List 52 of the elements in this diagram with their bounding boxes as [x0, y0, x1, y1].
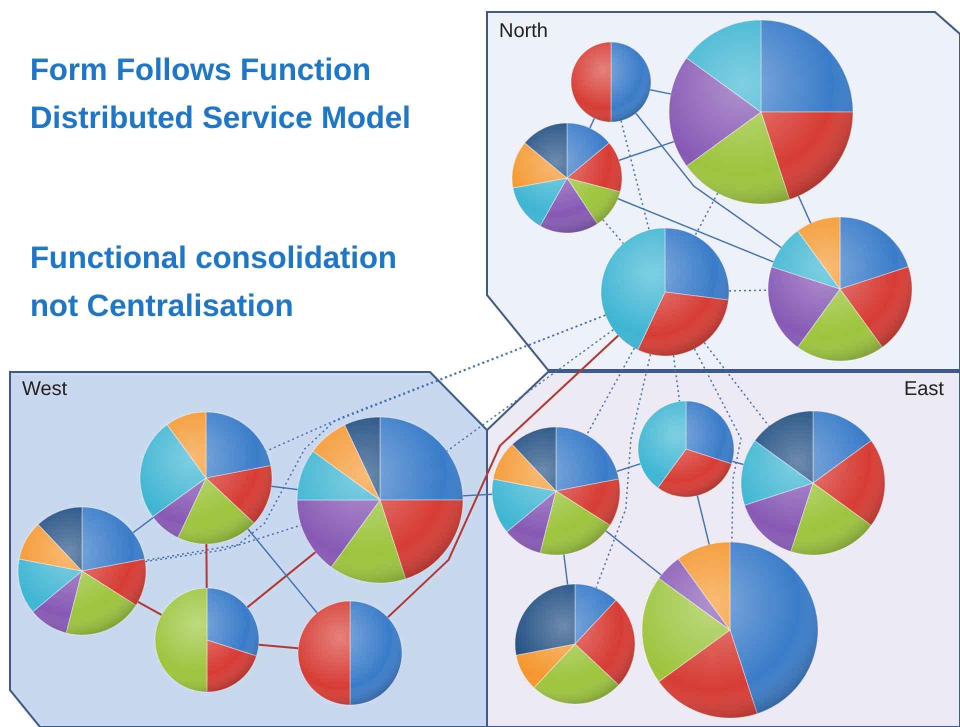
connector-line — [462, 494, 492, 496]
connector-line — [247, 528, 318, 614]
connector-line — [205, 544, 208, 588]
connector-line — [595, 354, 652, 588]
connector-line — [246, 551, 316, 608]
connector-line — [132, 517, 154, 534]
connector-line — [798, 196, 812, 224]
pie-chart — [669, 20, 853, 204]
connector-line — [635, 112, 782, 248]
pie-chart — [492, 427, 620, 555]
connector-line — [266, 314, 606, 452]
connector-line — [616, 463, 641, 472]
pie-chart — [140, 412, 272, 544]
connector-line — [620, 120, 650, 230]
pie-chart — [601, 228, 729, 356]
connector-line — [387, 334, 619, 618]
connector-line — [145, 524, 302, 562]
pie-chart — [512, 123, 622, 233]
connector-line — [258, 644, 298, 650]
connector-line — [563, 554, 568, 585]
connector-line — [144, 314, 606, 562]
connector-line — [602, 219, 624, 244]
pie-chart — [642, 542, 818, 718]
pie-chart — [298, 601, 402, 705]
pie-chart — [638, 401, 734, 497]
connector-line — [138, 601, 162, 616]
pie-chart — [768, 217, 912, 361]
region-label: West — [22, 378, 68, 401]
connector-line — [586, 348, 635, 436]
title: Form Follows Function Distributed Service Model — [30, 51, 412, 137]
connector-line — [694, 192, 718, 236]
region-label: North — [499, 20, 548, 43]
pie-chart — [571, 42, 651, 122]
pie-chart — [741, 411, 885, 555]
connector-line — [732, 460, 744, 466]
connector-line — [606, 530, 662, 576]
connector-line — [589, 118, 595, 128]
connector-line — [728, 290, 768, 292]
connector-line — [650, 89, 671, 95]
pie-chart — [155, 588, 259, 692]
pie-chart — [515, 584, 635, 704]
pie-chart — [18, 507, 146, 635]
connector-line — [694, 348, 742, 542]
connector-line — [704, 342, 770, 427]
connector-line — [618, 140, 674, 161]
connector-line — [271, 486, 298, 490]
connector-line — [696, 495, 710, 545]
note-text: Functional consolidation not Centralisation — [30, 239, 398, 325]
connector-line — [446, 329, 614, 452]
region-label: East — [904, 378, 944, 401]
connector-line — [618, 198, 774, 263]
pie-chart — [297, 417, 463, 583]
